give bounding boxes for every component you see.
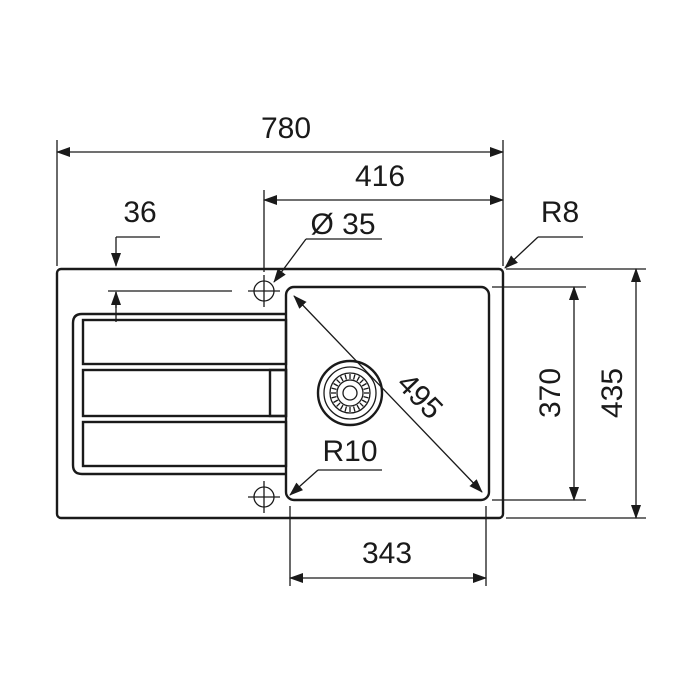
dimension-bowl-width: 343: [289, 506, 487, 586]
strainer-slot: [356, 376, 361, 382]
tap-hole-upper: [248, 275, 280, 307]
dimension-outer-radius: R8: [504, 196, 583, 269]
strainer-slot: [336, 379, 341, 384]
dimension-tap-offset: 36: [108, 196, 232, 322]
dim-label-36: 36: [123, 196, 156, 229]
drainer-outer-outline: [71, 312, 286, 476]
dim-label-495: 495: [390, 367, 449, 426]
strainer-slot: [331, 395, 337, 399]
strainer-slot: [339, 376, 344, 382]
strainer-slot: [333, 382, 339, 387]
strainer-slot: [352, 406, 356, 412]
strainer-slot: [336, 402, 341, 407]
dim-label-r10: R10: [322, 435, 377, 468]
dim-label-diameter: Ø 35: [310, 208, 375, 241]
strainer-slot: [359, 402, 364, 407]
dimension-bowl-section: 416: [263, 160, 504, 272]
strainer-slot: [363, 395, 369, 399]
dim-label-r8: R8: [541, 196, 579, 229]
strainer-slot: [333, 399, 339, 404]
dim-label-780: 780: [261, 112, 311, 145]
dimension-tap-diameter: Ø 35: [273, 208, 382, 283]
drain-strainer: [316, 359, 384, 427]
strainer-slot: [356, 404, 361, 410]
strainer-slot: [344, 374, 348, 380]
strainer-slot: [344, 406, 348, 412]
strainer-slot: [361, 382, 367, 387]
dimension-overall-depth: 435: [506, 268, 646, 519]
drainer-step-edge: [268, 368, 288, 418]
strainer-slot: [361, 399, 367, 404]
drainer-groove-bottom: [81, 420, 288, 468]
drainer-groove-middle: [81, 368, 288, 418]
dim-label-416: 416: [355, 160, 405, 193]
strainer-slot: [359, 379, 364, 384]
tap-hole-lower: [248, 481, 280, 513]
dimension-bowl-depth: 370: [492, 286, 586, 501]
dim-label-370: 370: [534, 368, 567, 418]
dim-label-343: 343: [362, 537, 412, 570]
dimension-bowl-radius: R10: [289, 435, 382, 496]
dimension-overall-width: 780: [56, 112, 504, 266]
strainer-slot: [331, 387, 337, 391]
strainer-slot: [339, 404, 344, 410]
strainer-slot: [352, 374, 356, 380]
drainer-group: [71, 312, 288, 476]
strainer-slot: [363, 387, 369, 391]
drainer-groove-top: [81, 318, 288, 366]
dim-label-435: 435: [596, 368, 629, 418]
